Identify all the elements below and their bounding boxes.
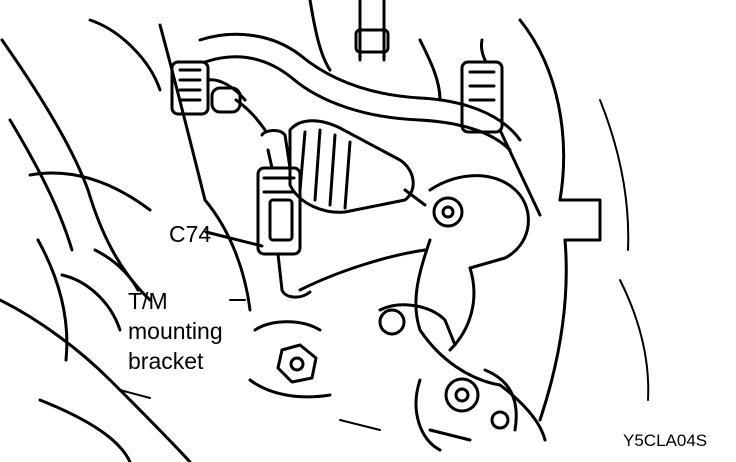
right-housing	[460, 18, 602, 422]
mounting-bolt	[414, 368, 518, 452]
bracket-label-line2: mounting	[128, 318, 223, 344]
upper-hoses	[308, 0, 442, 102]
detail-strokes	[119, 99, 650, 431]
connector-label-c74: C74	[169, 221, 212, 247]
c74-connector	[256, 129, 427, 299]
bracket-label: T/M mounting bracket	[128, 286, 223, 376]
transmission-case-outline	[0, 18, 252, 462]
bracket-bolt	[248, 320, 332, 399]
harness-cable	[198, 32, 522, 152]
c74-leader-line	[204, 230, 264, 248]
shift-lever-assembly	[378, 174, 547, 442]
bracket-label-line3: bracket	[128, 348, 204, 374]
figure-code: Y5CLA04S	[623, 431, 708, 450]
rubber-boot	[288, 119, 427, 214]
upper-connector	[170, 60, 267, 132]
bracket-label-line1: T/M	[128, 288, 168, 314]
